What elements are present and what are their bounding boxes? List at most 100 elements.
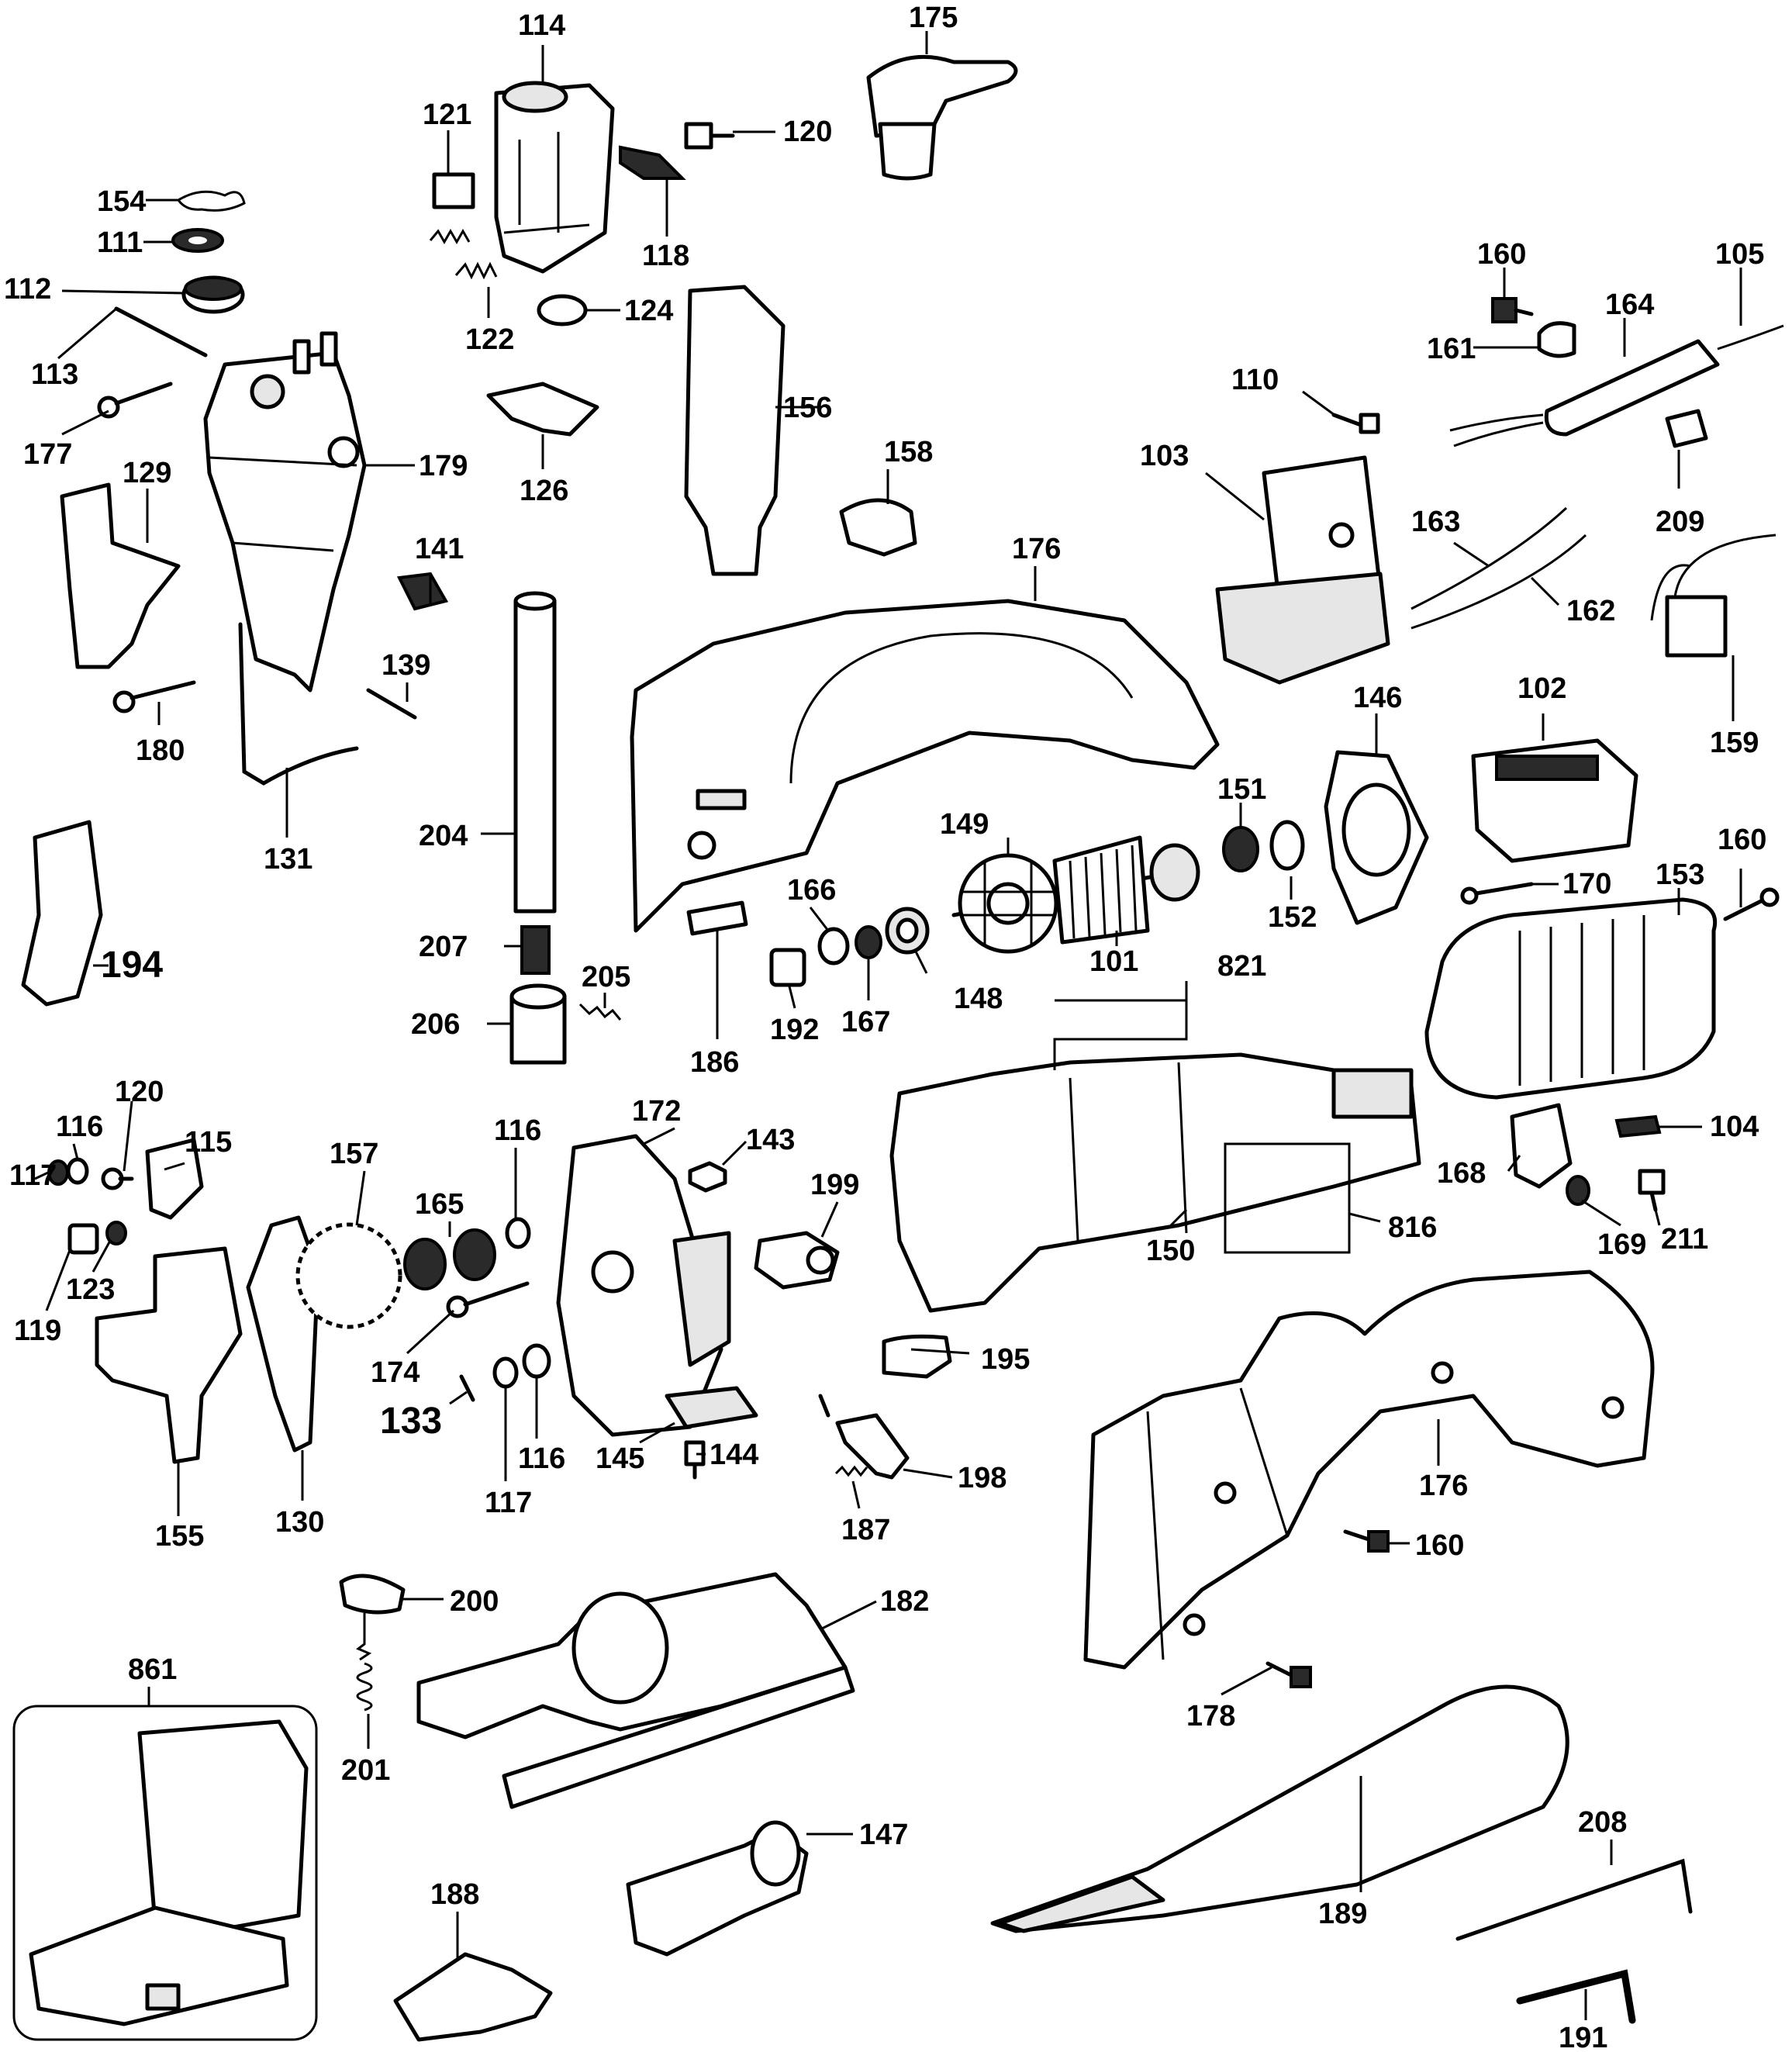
- label-123: 123: [66, 1273, 115, 1306]
- part-116-washer-b: [505, 1217, 531, 1249]
- label-188: 188: [430, 1878, 479, 1911]
- part-167-washer: [855, 925, 882, 959]
- part-172-gear-case: [556, 1134, 731, 1437]
- part-204-rod: [513, 591, 557, 914]
- label-175: 175: [909, 2, 958, 34]
- part-176-handle-shell: [1083, 1270, 1655, 1670]
- part-152-ring: [1269, 820, 1305, 871]
- label-816: 816: [1388, 1211, 1437, 1244]
- label-165: 165: [415, 1188, 464, 1221]
- label-113: 113: [31, 358, 78, 391]
- part-178-screw: [1265, 1661, 1312, 1688]
- label-168: 168: [1437, 1157, 1486, 1190]
- label-161: 161: [1427, 333, 1476, 365]
- part-148-bearing: [885, 907, 930, 955]
- label-169: 169: [1597, 1228, 1646, 1261]
- label-153: 153: [1656, 858, 1704, 891]
- part-158-clamp: [839, 498, 917, 557]
- part-160-screw-c: [1343, 1529, 1390, 1553]
- callout-labels: 114 175 121 120 154 111 112 113 118 122 …: [4, 2, 1766, 2052]
- part-186-pin: [686, 900, 748, 936]
- label-160b: 160: [1718, 824, 1766, 856]
- label-120b: 120: [115, 1076, 164, 1108]
- label-157: 157: [330, 1138, 378, 1170]
- part-122-spring: [454, 261, 498, 280]
- label-151: 151: [1217, 773, 1266, 806]
- label-172: 172: [632, 1095, 681, 1128]
- label-174: 174: [371, 1356, 420, 1389]
- label-120a: 120: [783, 116, 832, 148]
- label-152: 152: [1268, 901, 1317, 934]
- label-143: 143: [746, 1124, 795, 1156]
- part-160-screw-a: [1491, 297, 1534, 323]
- part-192-bushing: [769, 948, 806, 987]
- label-116a: 116: [56, 1111, 103, 1143]
- label-148: 148: [954, 983, 1003, 1015]
- label-131: 131: [264, 843, 312, 876]
- label-147: 147: [859, 1819, 908, 1851]
- part-120-screw-top: [684, 122, 735, 150]
- part-176-handle-housing: [630, 599, 1220, 933]
- part-191-hex-key: [1516, 1969, 1636, 2024]
- label-115: 115: [185, 1126, 232, 1159]
- label-195: 195: [981, 1343, 1030, 1376]
- part-131-wire: [238, 622, 359, 786]
- label-116c: 116: [518, 1442, 565, 1475]
- label-821: 821: [1217, 950, 1266, 983]
- label-170: 170: [1562, 868, 1611, 900]
- part-170-screw: [1460, 882, 1534, 905]
- part-211-screw: [1638, 1169, 1666, 1212]
- part-116-washer-a: [66, 1157, 89, 1185]
- part-114-housing-block: [494, 81, 615, 274]
- label-167: 167: [841, 1006, 890, 1038]
- part-200-knob: [339, 1574, 406, 1661]
- label-179: 179: [419, 450, 468, 482]
- part-157-gear: [295, 1222, 402, 1329]
- label-154: 154: [97, 185, 146, 218]
- label-821-box: [1053, 999, 1188, 1070]
- label-101: 101: [1089, 945, 1138, 978]
- part-166-washer: [817, 927, 850, 966]
- part-164-cord-guard: [1449, 324, 1784, 447]
- part-156-gasket: [684, 285, 786, 576]
- leader-lines: [57, 31, 1742, 1355]
- label-166: 166: [787, 874, 836, 907]
- part-162-wire: [1410, 534, 1587, 630]
- label-176a: 176: [1012, 533, 1061, 565]
- label-816-box: [1224, 1142, 1351, 1254]
- part-174-screw: [446, 1281, 530, 1318]
- part-118-bracket: [619, 145, 686, 180]
- part-126-plate: [486, 382, 599, 437]
- part-123-washer: [105, 1221, 127, 1245]
- part-175-knob: [866, 54, 1018, 181]
- part-116-washer-c: [522, 1343, 551, 1379]
- part-119-bushing: [67, 1223, 99, 1255]
- part-133-pin: [459, 1374, 475, 1402]
- part-861-carry-case: [12, 1705, 318, 2041]
- label-111: 111: [97, 226, 143, 259]
- part-168-holder: [1510, 1103, 1573, 1189]
- label-180: 180: [136, 734, 185, 767]
- part-154-spring-clip: [176, 190, 246, 212]
- label-121: 121: [423, 98, 471, 131]
- part-121-clip: [432, 172, 475, 209]
- label-204: 204: [419, 820, 468, 852]
- part-144-screw: [684, 1440, 706, 1480]
- label-177: 177: [23, 438, 72, 471]
- part-205-setscrew: [578, 1003, 622, 1021]
- part-120-screw-mid: [101, 1167, 134, 1190]
- label-201: 201: [341, 1754, 390, 1787]
- label-126: 126: [520, 475, 568, 507]
- part-195-spring-clip: [882, 1334, 952, 1379]
- label-102: 102: [1518, 672, 1566, 705]
- label-103: 103: [1140, 440, 1189, 472]
- part-182-base-plate: [416, 1572, 855, 1809]
- part-206-collar: [509, 983, 567, 1065]
- label-160a: 160: [1477, 238, 1526, 271]
- leader-lines-lower: [34, 1100, 1613, 2020]
- part-179-gear-housing: [203, 331, 367, 693]
- label-192: 192: [770, 1014, 819, 1046]
- label-163: 163: [1411, 506, 1460, 538]
- label-119: 119: [14, 1314, 61, 1347]
